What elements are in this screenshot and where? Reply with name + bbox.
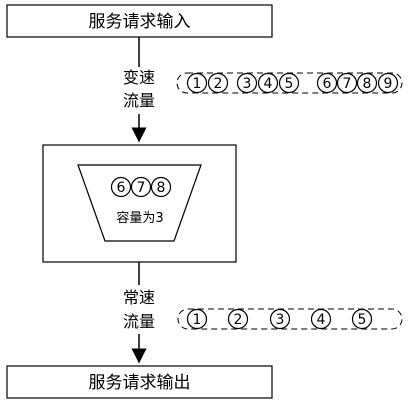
lower-packet-circle-4 — [310, 308, 332, 330]
upper-packet-circle-4 — [257, 72, 279, 94]
upper-packet-circle-2 — [207, 72, 229, 94]
upper-flow-label-2: 流量 — [123, 91, 155, 110]
lower-packet-circle-1 — [186, 308, 208, 330]
lower-flow-label-1: 常速 — [123, 288, 155, 307]
upper-packet-number-2: 2 — [214, 76, 223, 92]
bucket-item-circle-6 — [110, 176, 132, 198]
upper-packet-number-8: 8 — [363, 76, 372, 92]
upper-packet-circle-6 — [316, 72, 338, 94]
lower-packet-number-2: 2 — [234, 312, 243, 328]
lower-flow-label-2: 流量 — [123, 312, 155, 331]
upper-packet-number-5: 5 — [285, 76, 294, 92]
upper-packet-number-9: 9 — [384, 76, 393, 92]
input-box: 服务请求输入 — [6, 4, 273, 38]
lower-packet-circle-5 — [351, 308, 373, 330]
upper-packet-circle-9 — [377, 72, 399, 94]
input-box-label: 服务请求输入 — [89, 12, 191, 32]
upper-packet-circle-5 — [278, 72, 300, 94]
bucket-item-circle-8 — [150, 176, 172, 198]
upper-packet-circle-1 — [186, 72, 208, 94]
upper-packet-number-4: 4 — [264, 76, 273, 92]
lower-packet-stream: 1 2 3 4 5 — [177, 308, 403, 330]
output-box: 服务请求输出 — [6, 365, 273, 399]
upper-packet-number-7: 7 — [343, 76, 352, 92]
lower-packet-number-5: 5 — [358, 312, 367, 328]
upper-packet-circle-3 — [236, 72, 258, 94]
bucket-item-number-7: 7 — [137, 180, 146, 196]
lower-packet-number-4: 4 — [317, 312, 326, 328]
upper-packet-number-3: 3 — [243, 76, 252, 92]
bucket-item-circle-7 — [130, 176, 152, 198]
output-box-label: 服务请求输出 — [89, 373, 191, 393]
upper-flow-label-1: 变速 — [123, 68, 155, 87]
lower-stream-outline — [177, 308, 403, 330]
bucket-capacity-label: 容量为3 — [116, 210, 163, 226]
lower-packet-circle-2 — [227, 308, 249, 330]
bucket-item-number-6: 6 — [117, 180, 126, 196]
lower-packet-circle-3 — [269, 308, 291, 330]
lower-packet-number-1: 1 — [193, 312, 202, 328]
upper-packet-circle-7 — [336, 72, 358, 94]
upper-packet-circle-8 — [356, 72, 378, 94]
upper-packet-number-1: 1 — [193, 76, 202, 92]
bucket-item-number-8: 8 — [157, 180, 166, 196]
lower-packet-number-3: 3 — [276, 312, 285, 328]
upper-packet-number-6: 6 — [323, 76, 332, 92]
